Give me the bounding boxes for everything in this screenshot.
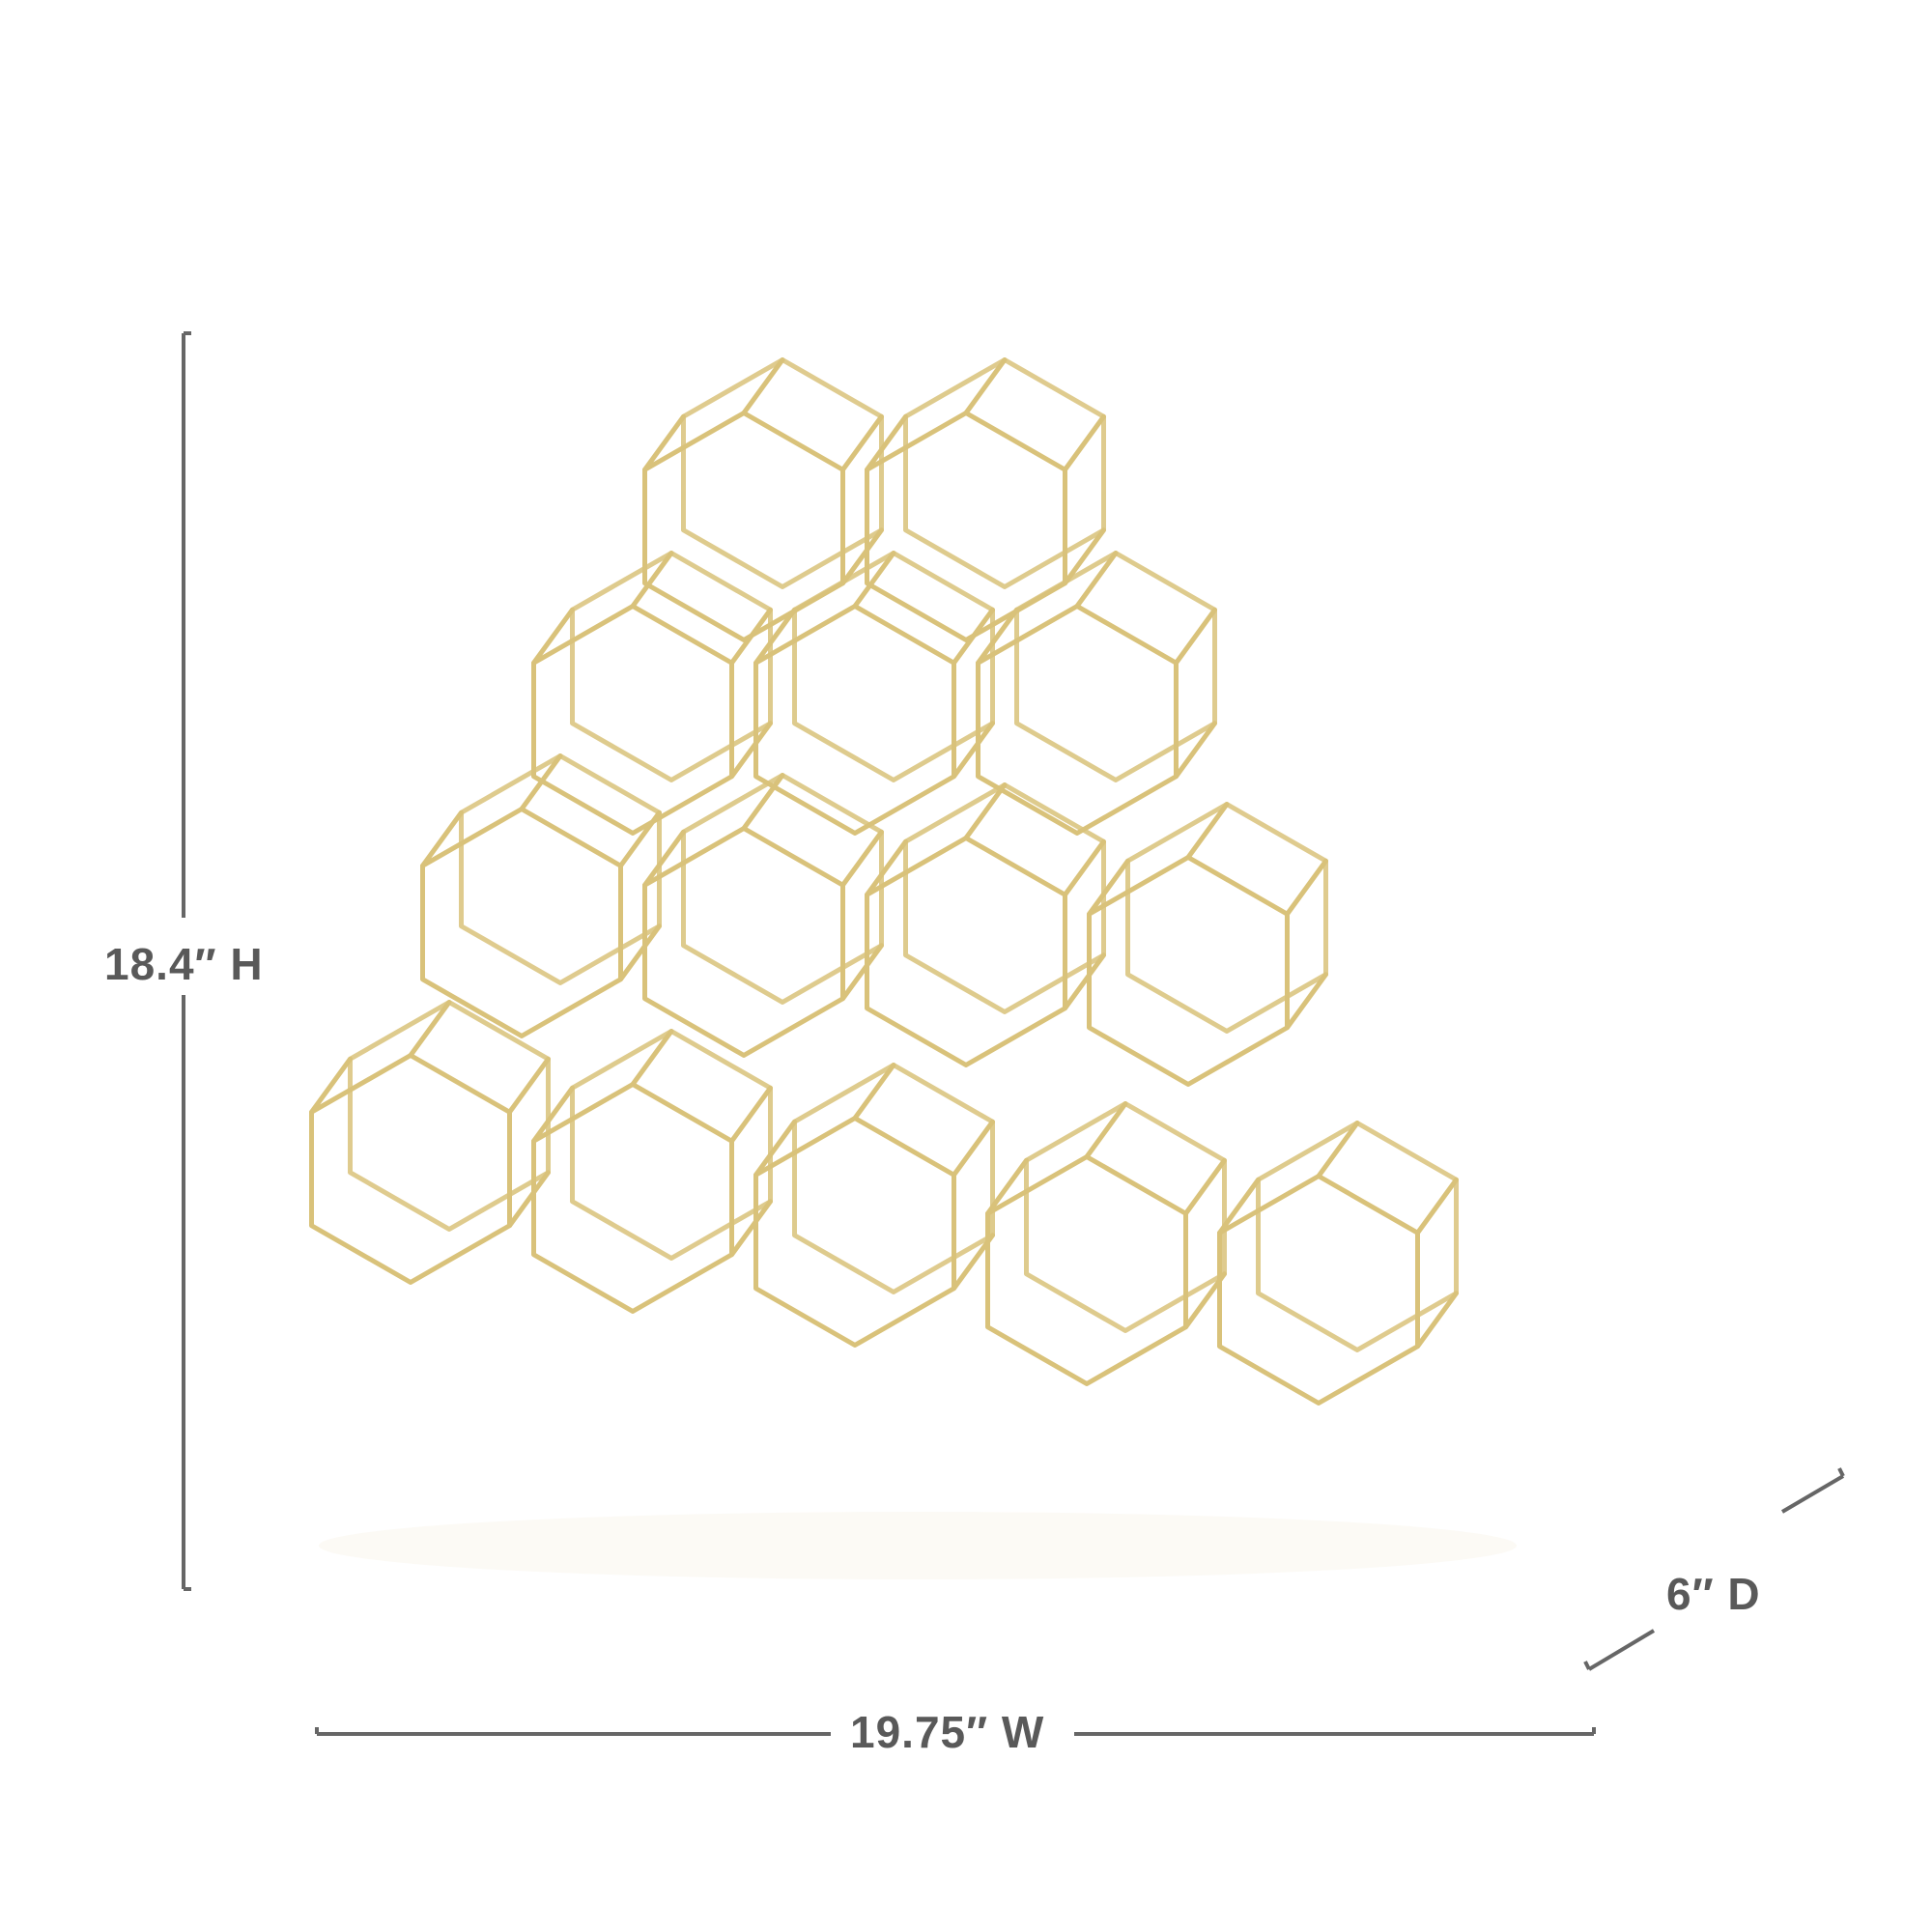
cell-r4-c3-back [792,1063,995,1294]
cell-r2-c3-connector [1174,721,1217,780]
rack-back-frame [348,357,1459,1352]
cell-r1-c1-back [681,357,884,589]
cell-r2-c2-front [753,604,956,836]
cell-r1-c2-connector [963,357,1008,415]
cell-r3-c1-connector [420,810,464,868]
cell-r4-c5-connector [1316,1121,1360,1179]
cell-r4-c2-connector [531,1085,575,1144]
cell-r3-c4-connector [1285,858,1328,917]
cell-r4-c1-connector [507,1056,551,1115]
cell-r4-c1-connector [309,1056,353,1115]
cell-r2-c1-front [531,604,734,836]
cell-r2-c2-connector [952,721,995,780]
cell-r4-c4-front [985,1154,1188,1386]
cell-r4-c4-connector [1084,1101,1128,1159]
cell-r3-c3-front [865,836,1067,1067]
height-label: 18.4″ H [104,939,264,989]
cell-r4-c3-front [753,1116,956,1348]
cell-r4-c2-front [531,1082,734,1314]
cell-r4-c3-connector [852,1063,896,1121]
cell-r4-c2-connector [630,1029,674,1087]
cell-r3-c4-front [1087,855,1290,1087]
cell-r1-c2-front [865,411,1067,642]
cell-r3-c3-connector [1063,838,1106,897]
cell-r4-c2-connector [729,1085,773,1144]
cell-r3-c3-back [903,782,1106,1014]
cell-r3-c3-connector [963,782,1008,840]
cell-r2-c2-connector [753,607,797,666]
cell-r2-c1-connector [531,607,575,666]
rack-front-frame [309,411,1420,1406]
cell-r2-c3-connector [1174,607,1217,666]
cell-r4-c1-front [309,1053,512,1285]
cell-r1-c1-connector [642,413,686,472]
cell-r2-c3-connector [976,607,1019,666]
cell-r2-c2-connector [852,551,896,609]
cell-r1-c1-front [642,411,845,642]
floor-reflection [319,1512,1517,1579]
cell-r2-c1-back [570,551,773,782]
cell-r4-c5-connector [1217,1177,1261,1236]
width-dimension-line [315,1727,1596,1736]
cell-r4-c2-back [570,1029,773,1261]
cell-r4-c1-connector [408,1000,452,1058]
cell-r4-c3-connector [952,1119,995,1178]
cell-r1-c2-connector [1063,527,1106,586]
cell-r1-c1-connector [741,357,785,415]
cell-r2-c3-back [1014,551,1217,782]
cell-r2-c3-connector [1074,551,1119,609]
cell-r4-c5-back [1256,1121,1459,1352]
cell-r4-c1-connector [507,1170,551,1229]
cell-r3-c2-back [681,773,884,1005]
cell-r3-c2-connector [840,943,884,1002]
depth-label: 6″ D [1666,1569,1761,1619]
cell-r1-c1-connector [840,413,884,472]
height-dimension-line [182,331,191,1591]
cell-r2-c1-connector [729,721,773,780]
cell-r4-c4-back [1024,1101,1227,1333]
rack-depth-connectors [309,357,1459,1350]
cell-r3-c2-connector [741,773,785,831]
cell-r1-c1-connector [840,527,884,586]
cell-r3-c4-back [1125,802,1328,1034]
cell-r2-c3-front [976,604,1179,836]
cell-r2-c1-connector [630,551,674,609]
cell-r2-c2-back [792,551,995,782]
cell-r4-c5-front [1217,1174,1420,1406]
cell-r3-c3-connector [1063,952,1106,1011]
cell-r4-c2-connector [729,1199,773,1258]
cell-r4-c5-connector [1415,1177,1459,1236]
cell-r1-c2-connector [1063,413,1106,472]
honeycomb-wine-rack [309,357,1459,1406]
cell-r1-c2-connector [865,413,908,472]
cell-r3-c1-connector [618,923,662,982]
cell-r4-c4-connector [985,1157,1029,1216]
cell-r3-c3-connector [865,838,908,897]
width-label: 19.75″ W [850,1707,1045,1757]
cell-r4-c5-connector [1415,1291,1459,1350]
cell-r4-c4-connector [1183,1157,1227,1216]
cell-r3-c1-front [420,807,623,1038]
cell-r3-c4-connector [1087,858,1130,917]
cell-r3-c2-connector [840,829,884,888]
cell-r3-c2-connector [642,829,686,888]
cell-r4-c3-connector [753,1119,797,1178]
cell-r1-c2-back [903,357,1106,589]
depth-dimension-line [1583,1467,1845,1671]
cell-r3-c4-connector [1185,802,1230,860]
cell-r3-c4-connector [1285,972,1328,1031]
cell-r3-c2-front [642,826,845,1058]
